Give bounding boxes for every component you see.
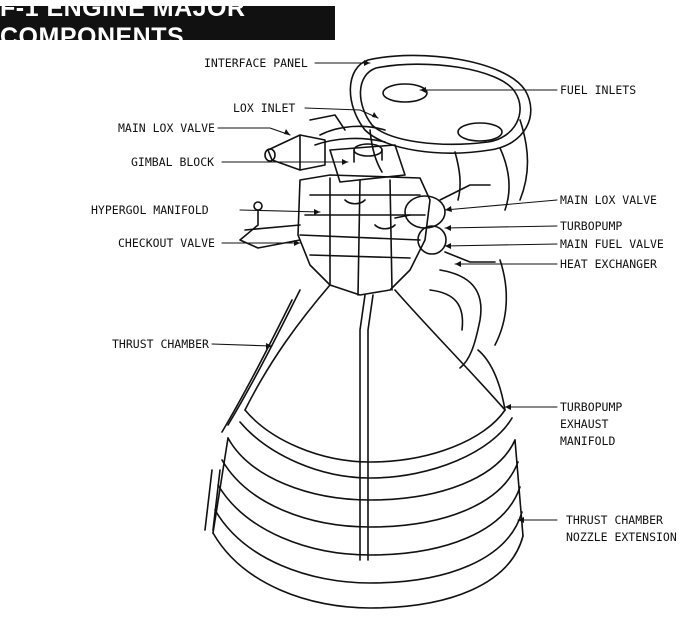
leader-arrowheads <box>266 60 524 523</box>
exhaust-manifold-ring <box>239 349 513 479</box>
label-line: MANIFOLD <box>560 434 616 448</box>
label-heat-exchanger: HEAT EXCHANGER <box>560 257 657 271</box>
label-gimbal-block: GIMBAL BLOCK <box>131 155 215 169</box>
gimbal-block-shape <box>314 125 406 183</box>
fuel-inlet-upper <box>382 83 428 103</box>
fuel-inlet-lower <box>457 122 503 142</box>
leader-lines <box>211 62 558 521</box>
nozzle-extension-shape <box>204 437 524 609</box>
label-line: TURBOPUMP <box>560 400 623 414</box>
turbopump-shape <box>394 184 496 263</box>
label-thrust-chamber: THRUST CHAMBER <box>112 337 209 351</box>
label-main-lox-valve-left: MAIN LOX VALVE <box>118 121 215 135</box>
label-lox-inlet: LOX INLET <box>233 101 296 115</box>
label-interface-panel: INTERFACE PANEL <box>204 56 308 70</box>
label-main-lox-valve-right: MAIN LOX VALVE <box>560 193 657 207</box>
thrust-chamber-shape <box>221 284 506 561</box>
engine-body-shape <box>297 174 431 296</box>
hypergol-manifold-shape <box>239 201 301 249</box>
label-line: EXHAUST <box>560 417 609 431</box>
label-line: THRUST CHAMBER <box>566 513 663 527</box>
label-thrust-chamber-nozzle-extension: THRUST CHAMBER NOZZLE EXTENSION <box>566 514 677 544</box>
label-turbopump-exhaust-manifold: TURBOPUMP EXHAUST MANIFOLD <box>560 401 622 448</box>
label-turbopump: TURBOPUMP <box>560 219 623 233</box>
interface-panel-shape <box>349 54 532 211</box>
label-hypergol-manifold: HYPERGOL MANIFOLD <box>91 203 209 217</box>
label-checkout-valve: CHECKOUT VALVE <box>118 236 215 250</box>
label-main-fuel-valve: MAIN FUEL VALVE <box>560 237 664 251</box>
label-fuel-inlets: FUEL INLETS <box>560 83 637 97</box>
main-lox-valve-left-shape <box>264 114 346 171</box>
label-line: NOZZLE EXTENSION <box>566 530 677 544</box>
heat-exchanger-shape <box>429 259 508 369</box>
